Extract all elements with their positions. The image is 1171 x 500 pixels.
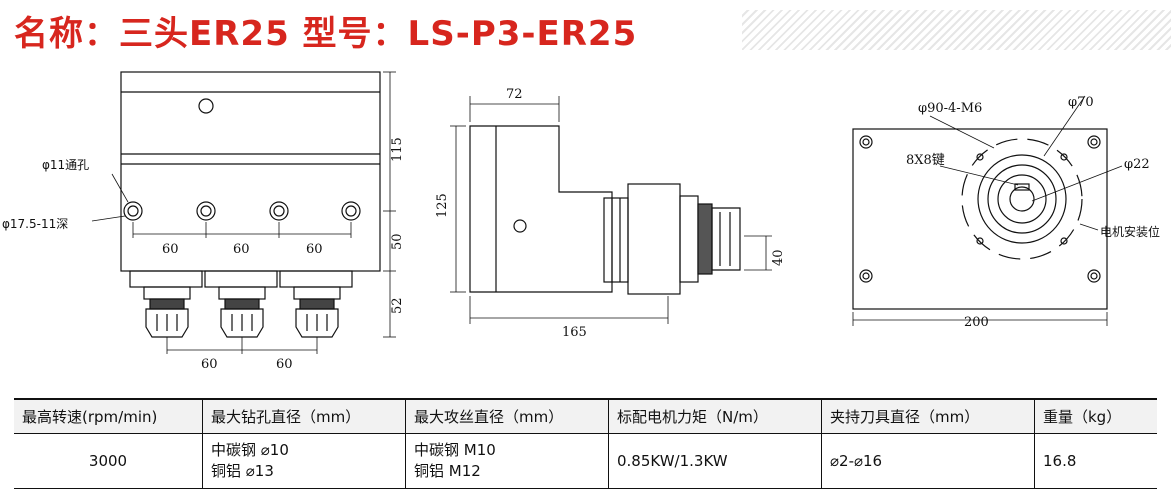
label-dia22: φ22 (1124, 157, 1150, 172)
header-speed: 最高转速(rpm/min) (14, 398, 203, 434)
header-tap: 最大攻丝直径（mm） (405, 398, 609, 434)
dim-top-width: 200 (964, 315, 989, 330)
dim-front-height-mid: 50 (390, 233, 405, 250)
title-hatch-mask (0, 6, 742, 52)
cell-tap-line1: 中碳钢 M10 (414, 441, 496, 459)
bolt-circle (961, 138, 1083, 260)
header-drill: 最大钻孔直径（mm） (202, 398, 406, 434)
dim-front-bottom-b: 60 (276, 357, 293, 372)
technical-drawing: φ11通孔 φ17.5-11深 60 60 60 60 60 115 50 52… (2, 71, 1160, 372)
dim-side-top-width: 72 (506, 87, 523, 102)
dim-front-spacing-c: 60 (306, 242, 323, 257)
cell-drill-line2: 铜铝 ⌀13 (211, 462, 274, 480)
dim-side-length: 165 (562, 325, 587, 340)
header-tool-dia: 夹持刀具直径（mm） (821, 398, 1035, 434)
front-mount-holes (123, 201, 361, 221)
spec-header-row: 最高转速(rpm/min) 最大钻孔直径（mm） 最大攻丝直径（mm） 标配电机… (14, 398, 1157, 434)
label-bolt-pattern: φ90-4-M6 (918, 101, 982, 116)
label-hole-through: φ11通孔 (42, 158, 89, 172)
cell-speed: 3000 (14, 433, 203, 489)
side-view (450, 96, 772, 324)
spec-value-row: 3000 中碳钢 ⌀10 铜铝 ⌀13 中碳钢 M10 铜铝 M12 0.85K… (14, 433, 1157, 489)
label-dia70: φ70 (1068, 95, 1094, 110)
dim-front-spacing-a: 60 (162, 242, 179, 257)
title-bar: 名称：三头ER25 型号：LS-P3-ER25 (0, 0, 1171, 56)
cell-drill-line1: 中碳钢 ⌀10 (211, 441, 289, 459)
header-torque: 标配电机力矩（N/m） (608, 398, 822, 434)
front-view (91, 71, 396, 354)
label-motor-mount: 电机安装位 (1100, 224, 1160, 239)
page-title: 名称：三头ER25 型号：LS-P3-ER25 (14, 14, 638, 54)
header-weight: 重量（kg） (1034, 398, 1157, 434)
cell-tap-line2: 铜铝 M12 (414, 462, 481, 480)
front-top-hole (198, 98, 214, 114)
dim-front-bottom-a: 60 (201, 357, 218, 372)
spec-table: 最高转速(rpm/min) 最大钻孔直径（mm） 最大攻丝直径（mm） 标配电机… (14, 398, 1157, 489)
side-housing (469, 125, 613, 293)
cell-tap: 中碳钢 M10 铜铝 M12 (405, 433, 609, 489)
dim-side-height: 125 (435, 193, 450, 218)
top-corner-holes (859, 135, 1101, 283)
cell-drill: 中碳钢 ⌀10 铜铝 ⌀13 (202, 433, 406, 489)
dim-side-collet: 40 (771, 249, 786, 266)
cell-tool-dia: ⌀2-⌀16 (821, 433, 1035, 489)
dim-front-height-top: 115 (390, 137, 405, 162)
top-plate (852, 128, 1108, 310)
label-hole-deep: φ17.5-11深 (2, 217, 68, 231)
cell-weight: 16.8 (1034, 433, 1157, 489)
front-housing (120, 71, 381, 272)
dim-front-height-bottom: 52 (390, 297, 405, 314)
dim-front-spacing-b: 60 (233, 242, 250, 257)
front-spindle-heads (129, 270, 353, 338)
top-view (852, 95, 1123, 326)
label-key: 8X8键 (906, 153, 945, 168)
cell-torque: 0.85KW/1.3KW (608, 433, 822, 489)
